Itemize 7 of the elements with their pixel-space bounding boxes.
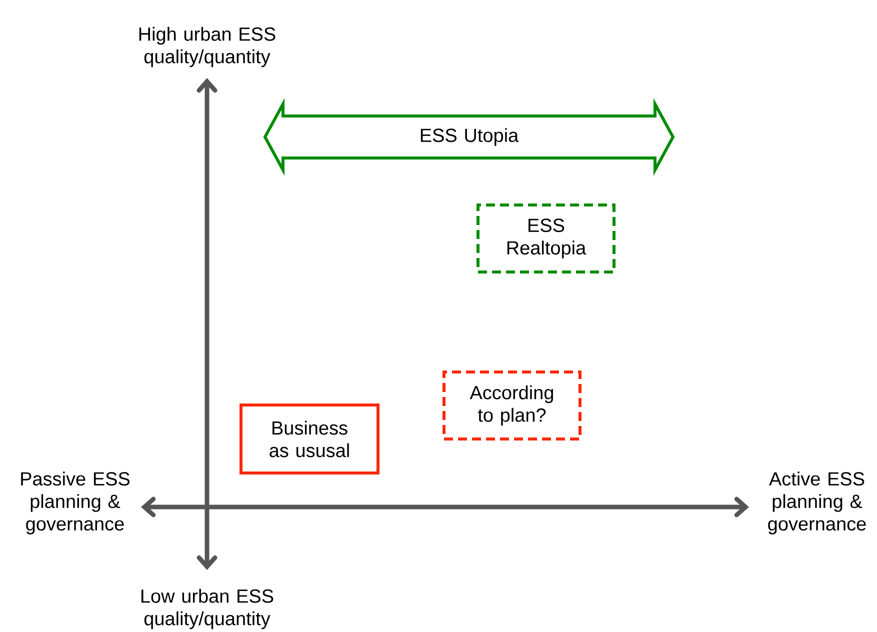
axis-label: High urban ESS quality/quantity: [139, 26, 276, 68]
axis-label: Active ESS planning & governance: [768, 472, 866, 534]
axis-label: Passive ESS planning & governance: [21, 472, 130, 534]
scenario-box: ESS Realtopia: [476, 204, 616, 274]
scenario-box: According to plan?: [442, 370, 582, 440]
axis-label: Low urban ESS quality/quantity: [142, 588, 274, 630]
scenario-box: Business as ususal: [240, 404, 380, 474]
